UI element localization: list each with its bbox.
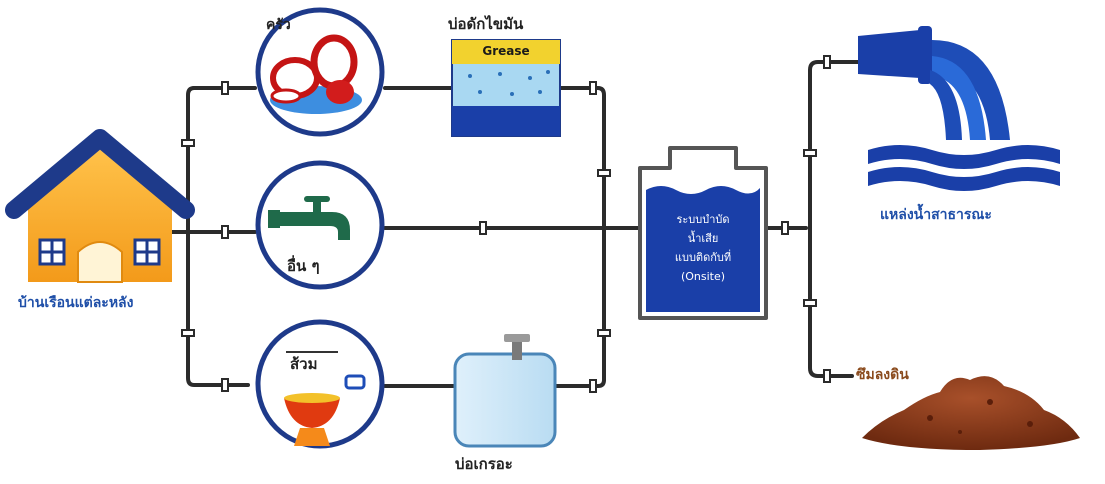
coupling — [823, 55, 831, 69]
onsite-tank-icon — [638, 146, 768, 320]
pipe-couplings — [181, 55, 831, 393]
house-icon — [5, 129, 195, 283]
coupling — [589, 379, 597, 393]
onsite-line-2: น้ำเสีย — [687, 232, 719, 245]
coupling — [781, 221, 789, 235]
ground-label: ซึมลงดิน — [856, 367, 909, 383]
coupling — [803, 299, 817, 307]
coupling — [221, 81, 229, 95]
house-label: บ้านเรือนแต่ละหลัง — [18, 295, 134, 311]
grease-trap-icon — [451, 39, 561, 137]
water-outlet-icon — [858, 26, 1060, 191]
toilet-label: ส้วม — [290, 355, 318, 373]
toilet-icon — [255, 319, 385, 449]
coupling — [181, 139, 195, 147]
septic-tank-icon — [453, 334, 557, 448]
pipe-right-trunk — [554, 86, 606, 388]
coupling — [597, 169, 611, 177]
coupling — [597, 329, 611, 337]
onsite-english: (Onsite) — [680, 270, 726, 283]
septic-tank-label: บ่อเกรอะ — [455, 455, 513, 473]
grease-layer-label: Grease — [482, 44, 530, 58]
public-water-label: แหล่งน้ำสาธารณะ — [880, 207, 992, 223]
onsite-line-1: ระบบบำบัด — [676, 213, 730, 226]
pipe-left-trunk — [186, 86, 250, 387]
kitchen-icon — [255, 7, 385, 137]
kitchen-label: ครัว — [266, 17, 291, 33]
coupling — [221, 225, 229, 239]
pipe-network — [168, 60, 860, 388]
coupling — [221, 378, 229, 392]
others-label: อื่น ๆ — [287, 257, 320, 275]
coupling — [823, 369, 831, 383]
coupling — [181, 329, 195, 337]
coupling — [803, 149, 817, 157]
onsite-line-3: แบบติดกับที่ — [674, 251, 732, 264]
grease-trap-label: บ่อดักไขมัน — [448, 15, 524, 33]
onsite-title: ระบบบำบัด น้ำเสีย แบบติดกับที่ (Onsite) — [646, 210, 760, 286]
pipe-outlet-trunk — [808, 60, 860, 378]
soil-icon — [862, 376, 1080, 450]
coupling — [589, 81, 597, 95]
coupling — [479, 221, 487, 235]
faucet-icon — [255, 160, 385, 290]
